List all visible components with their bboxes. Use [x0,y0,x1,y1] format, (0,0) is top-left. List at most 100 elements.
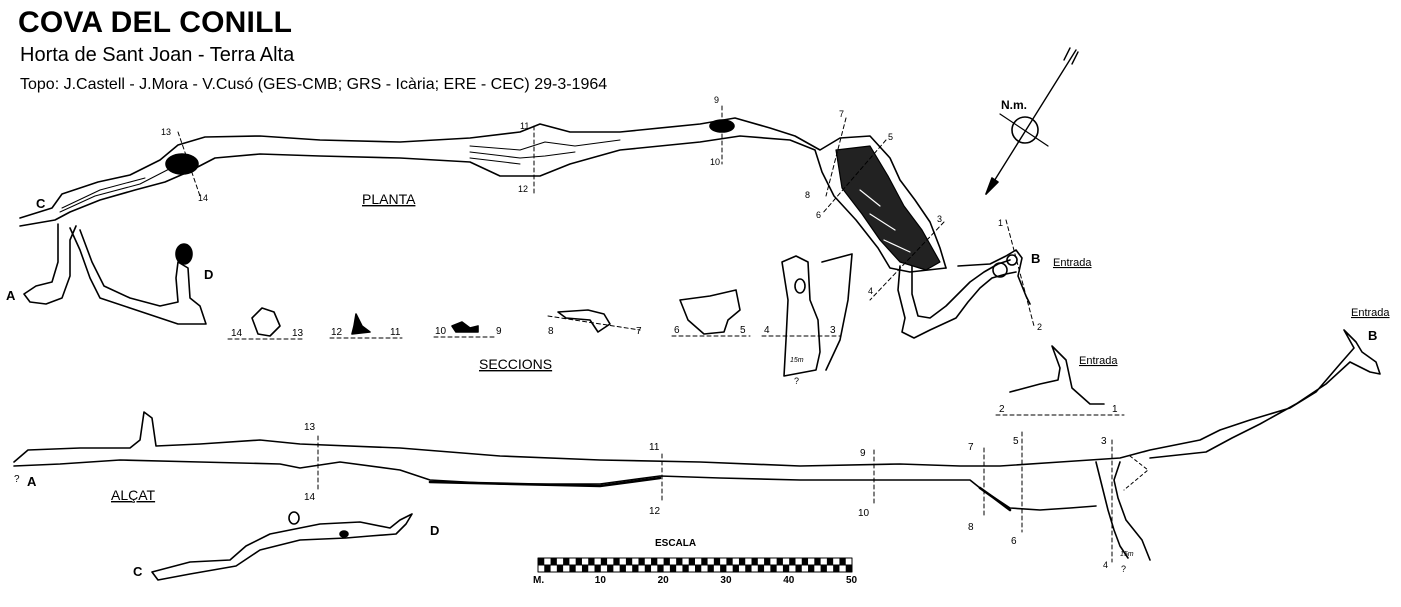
section-num-1: 1 [1112,404,1118,415]
section-8-7 [557,309,611,333]
plan-label: PLANTA [362,191,416,207]
section-num-12: 12 [331,327,343,338]
plan-entrance-b [957,249,1031,305]
entrada-section: Entrada [1079,355,1118,367]
scale-checker [732,565,739,572]
scale-checker [707,565,714,572]
scale-checker [538,558,545,565]
scale-checker [833,565,840,572]
point-a-profile: A [27,474,37,489]
scale-tick-label: 20 [658,575,670,586]
plan-station-1: 1 [998,218,1003,228]
north-label: N.m. [1001,98,1027,112]
plan-inner-detail [59,165,176,213]
profile-roof [13,329,1381,467]
plan-entrance-passage [897,265,1017,339]
scale-tick-label: 30 [720,575,732,586]
section-12-11 [351,313,371,335]
plan-view [19,105,1035,339]
scale-unit: M. [533,575,544,586]
scale-checker [676,558,683,565]
scale-checker [726,558,733,565]
section-4-3 [781,255,821,377]
plan-station-5: 5 [888,132,893,142]
plan-gallery-upper-wall [19,117,947,269]
plan-d-shaft [175,243,193,265]
point-b-profile: B [1368,328,1377,343]
plan-station-9: 9 [714,95,719,105]
survey-credits: Topo: J.Castell - J.Mora - V.Cusó (GES-C… [20,76,608,93]
profile-station-13: 13 [304,422,316,433]
scale-checker [563,558,570,565]
scale-tick-label: 40 [783,575,795,586]
entrada-profile: Entrada [1351,307,1390,319]
survey-location: Horta de Sant Joan - Terra Alta [20,44,295,66]
scale-checker [619,565,626,572]
section-10-9 [451,321,479,333]
plan-station-6: 6 [816,210,821,220]
scale-tick-label: 10 [595,575,607,586]
profile-branch-cd [151,513,413,581]
point-d-profile: D [430,523,439,538]
scale-checker [695,565,702,572]
section-depth-note: 15m [790,357,804,364]
profile-station-5: 5 [1013,436,1019,447]
section-num-13: 13 [292,328,304,339]
profile-label: ALÇAT [111,487,156,503]
profile-station-6: 6 [1011,536,1017,547]
section-num-2: 2 [999,404,1005,415]
plan-station-3: 3 [937,214,942,224]
point-c-profile: C [133,564,143,579]
scale-checker [701,558,708,565]
section-num-14: 14 [231,328,243,339]
scale-checker [682,565,689,572]
scale-checker [720,565,727,572]
scale-checker [625,558,633,565]
plan-station-13: 13 [161,127,171,137]
scale-checker [556,565,564,572]
scale-checker [839,558,846,565]
plan-station-10: 10 [710,157,720,167]
plan-branch-d [69,227,207,325]
entrada-plan: Entrada [1053,257,1092,269]
scale-checker [607,565,614,572]
scale-checker [669,565,677,572]
scale-checker [550,558,557,565]
profile-station-9: 9 [860,448,866,459]
section-num-11: 11 [390,327,401,338]
scale-checker [789,558,796,565]
scale-checker [632,565,639,572]
section-num-3: 3 [830,325,836,336]
scale-checkers [538,558,852,572]
section-2-1 [1009,345,1105,405]
profile-station-8: 8 [968,522,974,533]
section-num-10: 10 [435,326,447,337]
scale-checker [795,565,802,572]
scale-checker [814,558,821,565]
scale-checker [757,565,765,572]
unknown-a-profile: ? [14,474,20,485]
section-14-13 [251,307,281,337]
section-num-7: 7 [636,326,642,337]
scale-checker [820,565,827,572]
profile-station-3: 3 [1101,436,1107,447]
profile-station-4: 4 [1103,560,1108,570]
plan-gallery-lower-wall [19,135,947,273]
scale-checker [801,558,809,565]
survey-title: COVA DEL CONILL [18,6,293,39]
profile-station-14: 14 [304,492,316,503]
point-d-plan: D [204,267,213,282]
plan-station-8: 8 [805,190,810,200]
scale-checker [808,565,815,572]
scale-checker [594,565,601,572]
scale-checker [745,565,752,572]
plan-station-4: 4 [868,286,873,296]
scale-checker [600,558,608,565]
scale-checker [651,558,658,565]
scale-checker [657,565,664,572]
profile-station-7: 7 [968,442,974,453]
plan-station-11: 11 [520,121,529,131]
profile-depth-note: 15m [1120,551,1134,558]
